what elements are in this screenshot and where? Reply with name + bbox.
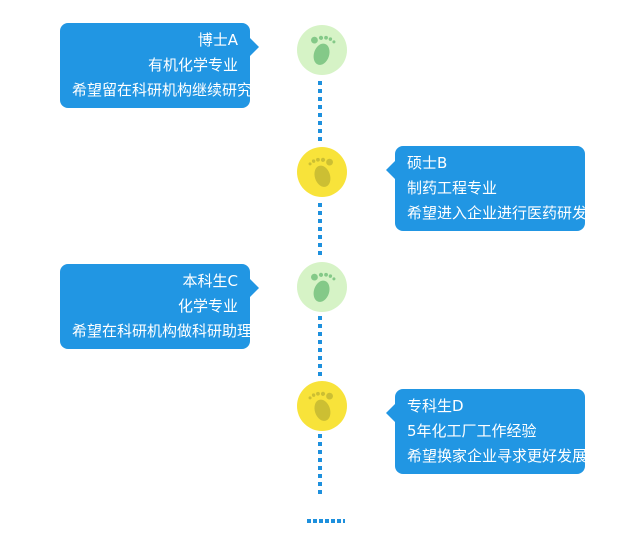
- footprint-icon: [303, 31, 341, 69]
- dotted-connector: [318, 434, 322, 496]
- bubble-tail: [249, 278, 259, 298]
- bubble-tail: [386, 160, 396, 180]
- milestone-circle-associate-d: [297, 381, 347, 431]
- bubble-line: 希望留在科研机构继续研究: [72, 81, 253, 99]
- bubble-tail: [249, 37, 259, 57]
- bubble-line: 希望进入企业进行医药研发: [407, 204, 588, 222]
- speech-bubble-bachelor-c: 本科生C 化学专业 希望在科研机构做科研助理: [60, 264, 259, 349]
- bubble-line: 希望在科研机构做科研助理: [72, 322, 253, 340]
- footprint-icon: [303, 387, 341, 425]
- dotted-connector: [318, 203, 322, 258]
- bubble-tail: [386, 403, 396, 423]
- bubble-line: 5年化工厂工作经验: [407, 422, 537, 440]
- milestone-circle-phd-a: [297, 25, 347, 75]
- bubble-line: 有机化学专业: [147, 56, 238, 74]
- speech-bubble-phd-a: 博士A 有机化学专业 希望留在科研机构继续研究: [60, 23, 259, 108]
- dotted-connector: [318, 316, 322, 376]
- bubble-line: 专科生D: [407, 397, 464, 415]
- milestone-circle-bachelor-c: [297, 262, 347, 312]
- ellipsis-dots: [307, 519, 345, 523]
- bubble-line: 化学专业: [177, 297, 238, 315]
- milestone-circle-master-b: [297, 147, 347, 197]
- bubble-line: 硕士B: [407, 154, 448, 172]
- footprint-icon: [303, 268, 341, 306]
- speech-bubble-master-b: 硕士B 制药工程专业 希望进入企业进行医药研发: [386, 146, 588, 231]
- footprint-icon: [303, 153, 341, 191]
- bubble-line: 希望换家企业寻求更好发展: [407, 447, 588, 465]
- speech-bubble-associate-d: 专科生D 5年化工厂工作经验 希望换家企业寻求更好发展: [386, 389, 588, 474]
- bubble-line: 制药工程专业: [407, 179, 498, 197]
- dotted-connector: [318, 81, 322, 141]
- bubble-line: 本科生C: [182, 272, 238, 290]
- bubble-line: 博士A: [197, 31, 238, 49]
